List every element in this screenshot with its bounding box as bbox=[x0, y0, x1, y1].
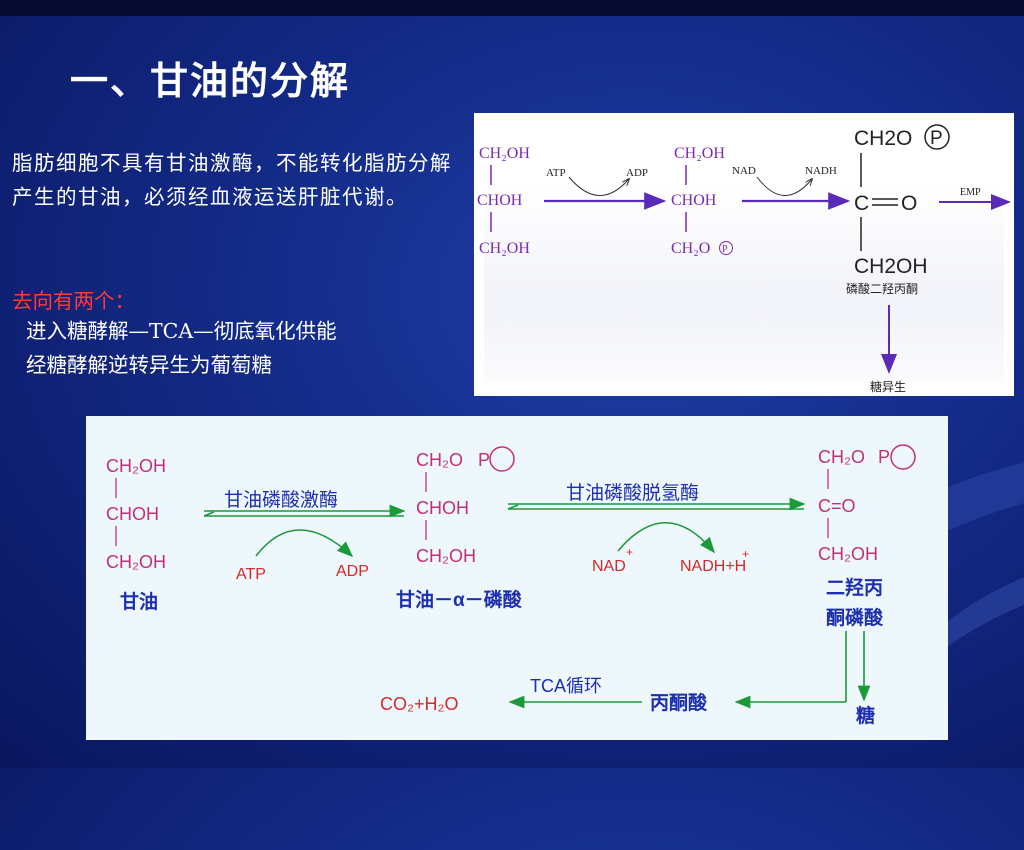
top-band bbox=[0, 0, 1024, 16]
slide-title: 一、甘油的分解 bbox=[70, 58, 351, 103]
top-g3p-c2: CHOH bbox=[671, 192, 717, 209]
bottom-glycerol-c3: CH₂OH bbox=[106, 552, 166, 572]
top-gluconeogenesis-label: 糖异生 bbox=[870, 379, 906, 394]
bottom-dhap-c3: CH₂OH bbox=[818, 544, 878, 564]
bottom-atp-arc bbox=[255, 529, 354, 558]
top-phosphate-circle bbox=[719, 241, 733, 255]
top-glycerol: CH₂OH CHOH CH₂OH bbox=[477, 145, 530, 257]
bottom-g3p-c1: CH₂O bbox=[416, 450, 463, 470]
bottom-nad-label: NAD bbox=[592, 558, 626, 575]
top-nad-label: NAD bbox=[732, 165, 756, 177]
bottom-dhap-name-1: 二羟丙 bbox=[826, 576, 883, 599]
bottom-nad-plus: + bbox=[626, 545, 633, 559]
top-glycerol-c2: CHOH bbox=[477, 192, 523, 209]
bottom-pathway-panel: CH₂OH CHOH CH₂OH 甘油 甘油磷酸激酶 ATP ADP CH₂O … bbox=[86, 416, 948, 740]
bottom-glycerol-c1: CH₂OH bbox=[106, 456, 166, 476]
bottom-arrow-dh-back bbox=[507, 504, 804, 510]
bottom-g3p-p: P bbox=[478, 450, 490, 470]
bottom-g3p: CH₂O P CHOH CH₂OH bbox=[416, 446, 515, 566]
bottom-glycerol-c2: CHOH bbox=[106, 504, 159, 524]
bottom-g3p-name: 甘油－α－磷酸 bbox=[396, 588, 523, 611]
bottom-glycerol: CH₂OH CHOH CH₂OH bbox=[106, 456, 166, 572]
top-dhap-c3: CH2OH bbox=[854, 255, 928, 278]
bottom-dhap-c2: C=O bbox=[818, 496, 856, 516]
top-atp-label: ATP bbox=[546, 167, 566, 179]
bottom-dhap-p: P bbox=[878, 447, 890, 467]
bottom-dhap: CH₂O P C=O CH₂OH bbox=[818, 444, 916, 564]
top-glycerol-c1: CH₂OH bbox=[479, 145, 530, 162]
bottom-nad-arc bbox=[617, 521, 716, 554]
top-adp-label: ADP bbox=[626, 167, 648, 179]
top-cofactor-arc-2 bbox=[756, 176, 812, 196]
panel-haze bbox=[484, 183, 1004, 383]
bottom-pyruvate-label: 丙酮酸 bbox=[650, 691, 708, 714]
bottom-dehydrogenase-label: 甘油磷酸脱氢酶 bbox=[566, 482, 699, 504]
top-glycerol-c3: CH₂OH bbox=[479, 240, 530, 257]
top-dhap-name: 磷酸二羟丙酮 bbox=[846, 281, 918, 296]
direction-item-1: 进入糖酵解—TCA—彻底氧化供能 bbox=[26, 319, 337, 343]
bottom-glycerol-name: 甘油 bbox=[120, 591, 158, 613]
bottom-adp-label: ADP bbox=[336, 563, 369, 580]
bottom-atp-label: ATP bbox=[236, 566, 266, 583]
top-pathway-diagram: CH₂OH CHOH CH₂OH ATP ADP CH₂OH CHOH CH₂O… bbox=[477, 124, 1011, 394]
top-dhap-o: O bbox=[901, 192, 917, 215]
top-dhap-c: C bbox=[854, 192, 869, 215]
top-g3p-c3: CH₂O bbox=[671, 240, 710, 257]
bottom-sugar-label: 糖 bbox=[856, 704, 875, 727]
top-cofactor-arc-1 bbox=[568, 176, 629, 196]
direction-heading: 去向有两个： bbox=[12, 289, 135, 313]
top-phosphate-p: P bbox=[722, 244, 728, 255]
bottom-nadh-plus: + bbox=[742, 547, 749, 561]
direction-item-2: 经糖酵解逆转异生为葡萄糖 bbox=[26, 353, 272, 377]
bottom-g3p-c3: CH₂OH bbox=[416, 546, 476, 566]
top-pathway-panel: CH₂OH CHOH CH₂OH ATP ADP CH₂OH CHOH CH₂O… bbox=[474, 113, 1014, 396]
top-emp-label: EMP bbox=[960, 187, 981, 198]
bottom-kinase-label: 甘油磷酸激酶 bbox=[224, 489, 338, 511]
bottom-nadh-label: NADH+H bbox=[680, 558, 746, 575]
bottom-tca-label: TCA循环 bbox=[530, 676, 602, 696]
bottom-dhap-c1: CH₂O bbox=[818, 447, 865, 467]
top-dhap-c1: CH2O bbox=[854, 127, 912, 150]
top-dhap: CH2O P C O CH2OH bbox=[854, 124, 950, 278]
top-glycerol-phosphate: CH₂OH CHOH CH₂O bbox=[671, 145, 725, 257]
bottom-g3p-c2: CHOH bbox=[416, 498, 469, 518]
bottom-pathway-diagram: CH₂OH CHOH CH₂OH 甘油 甘油磷酸激酶 ATP ADP CH₂O … bbox=[106, 444, 916, 727]
top-g3p-c1: CH₂OH bbox=[674, 145, 725, 162]
bottom-dhap-name-2: 酮磷酸 bbox=[826, 606, 884, 629]
top-dhap-p: P bbox=[930, 128, 943, 149]
top-nadh-label: NADH bbox=[805, 165, 837, 177]
bottom-co2-label: CO₂+H₂O bbox=[380, 694, 459, 714]
intro-paragraph: 脂肪细胞不具有甘油激酶，不能转化脂肪分解产生的甘油，必须经血液运送肝脏代谢。 bbox=[12, 151, 452, 209]
